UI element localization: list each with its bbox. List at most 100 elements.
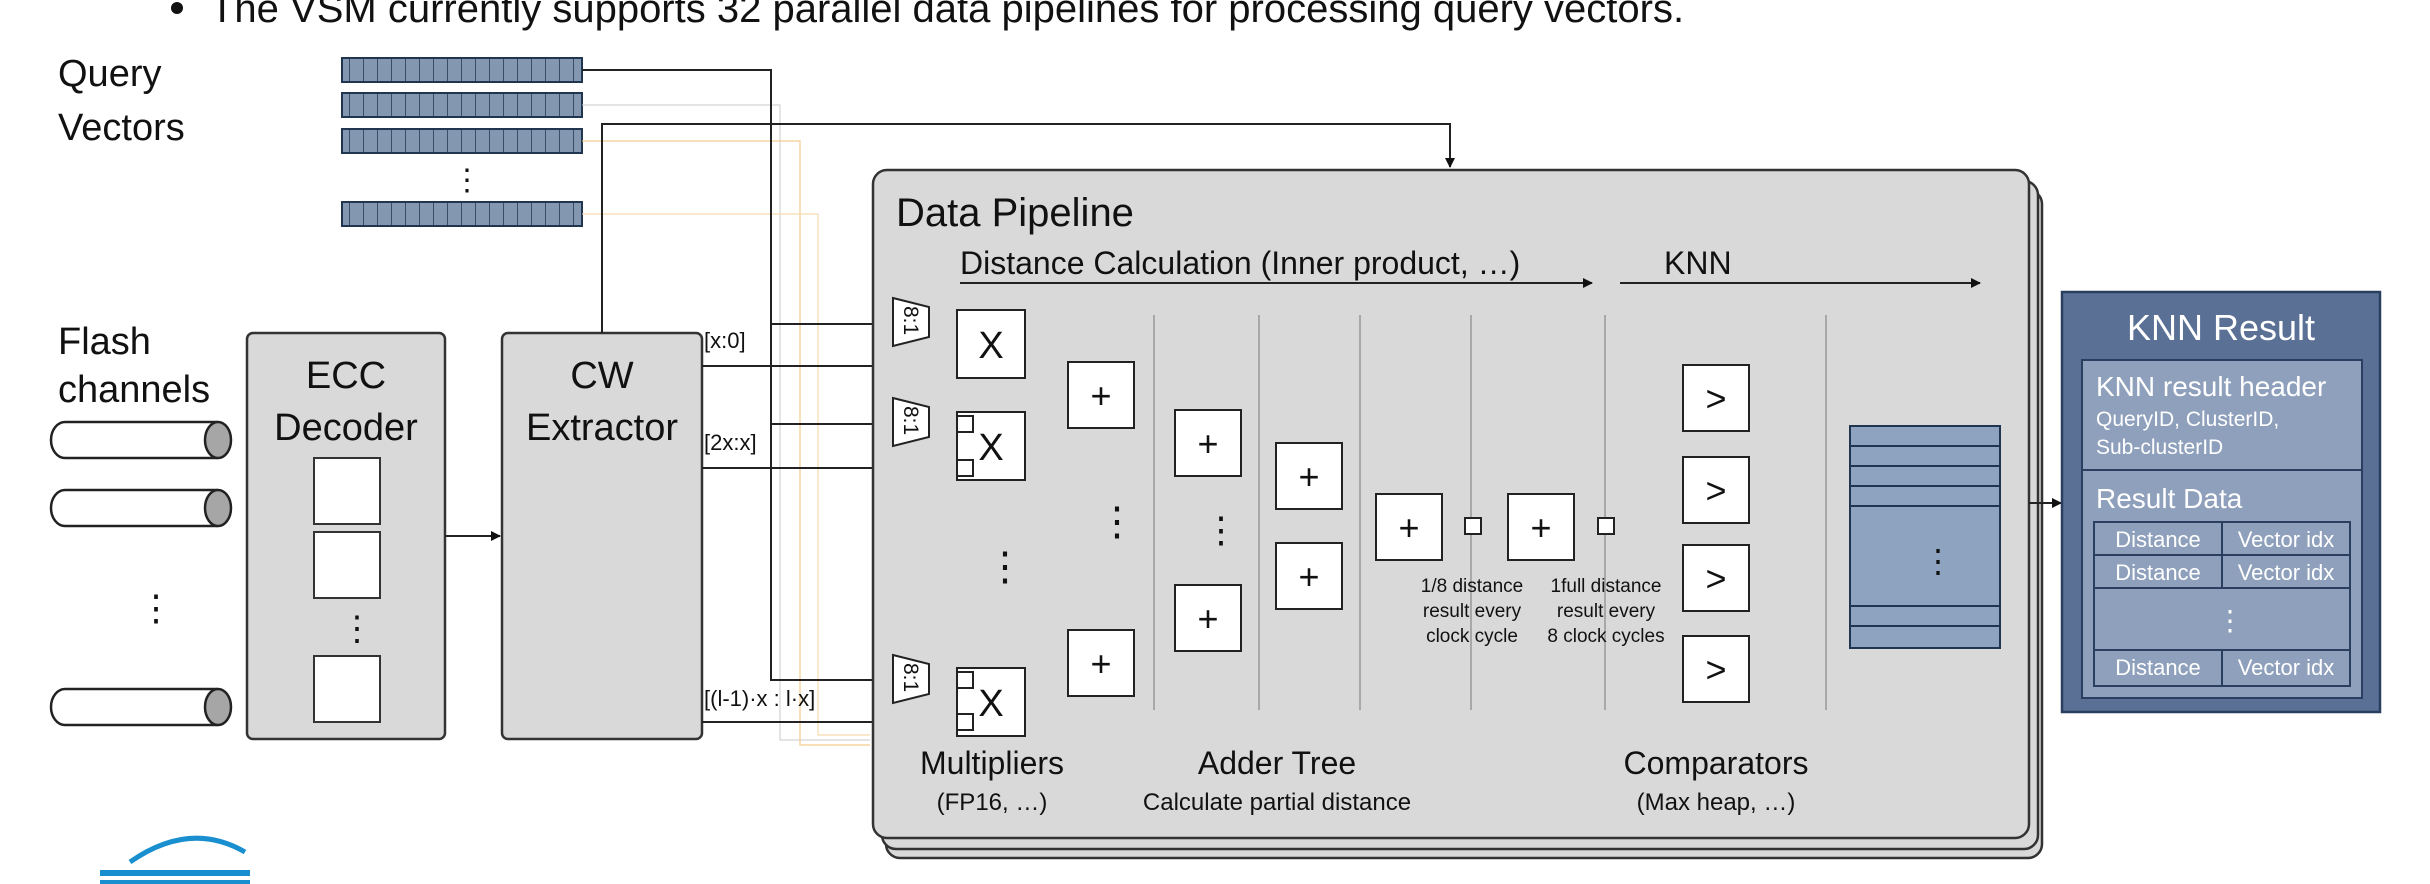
query-vector [341,128,583,154]
flash-channels-label: Flash [58,321,151,363]
result-row-vector-idx: Vector idx [2238,527,2335,552]
multipliers-title: Multipliers [920,745,1064,781]
register [1597,517,1615,535]
result-row-distance: Distance [2115,655,2201,680]
svg-text:+: + [1298,456,1319,497]
query-to-mult-wire [582,69,958,329]
stage-separators [1153,315,1827,710]
comparator [1682,544,1750,612]
comparator [1682,364,1750,432]
cw-extractor-title: CW [570,355,633,397]
result-row-distance: Distance [2115,527,2201,552]
adder-tree-title: Adder Tree [1198,745,1356,781]
knn-result-title: KNN Result [2127,307,2315,348]
adder-ellipsis: ⋮ [1097,500,1137,544]
accumulator-stage: + 1/8 distance result every clock cycle … [1375,493,1665,647]
svg-text:X: X [978,427,1003,469]
adder-ellipsis: ⋮ [1203,509,1239,550]
svg-text:+: + [1197,423,1218,464]
mult-input-port [956,713,974,731]
flash-channels-label-2: channels [58,369,210,411]
query-vector-ellipsis: ⋮ [452,164,482,197]
query-vector [341,201,583,227]
svg-text:>: > [1705,470,1726,511]
svg-text:clock cycle: clock cycle [1426,626,1518,647]
cw-to-pipeline-wire [601,123,1455,333]
svg-text:Sub-clusterID: Sub-clusterID [2096,436,2223,459]
ems-logo [100,835,250,884]
multipliers-subtitle: (FP16, …) [937,789,1048,816]
svg-text:8:1: 8:1 [899,406,922,435]
svg-text:result every: result every [1423,601,1522,622]
bullet-dot [171,2,183,14]
cw-extractor-title-2: Extractor [526,407,678,449]
comparators-subtitle: (Max heap, …) [1637,789,1796,816]
register [1464,517,1482,535]
adder [1174,409,1242,477]
svg-text:8:1: 8:1 [899,663,922,692]
comparators-title: Comparators [1624,745,1809,781]
multiplier-unit: 8:1 X [892,653,1026,737]
range-label: [x:0] [704,328,746,353]
mult-input-port [956,459,974,477]
knn-header-title: KNN result header [2096,371,2326,402]
range-label: [2x:x] [704,430,757,455]
ecc-decoder-title: ECC [306,355,386,397]
ecc-buffer [313,457,381,525]
query-vector-list [341,57,583,227]
svg-text:+: + [1398,507,1419,548]
adder [1067,629,1135,697]
comparator [1682,635,1750,703]
result-row-vector-idx: Vector idx [2238,655,2335,680]
flash-channel-list [49,420,233,727]
query-vectors-label-2: Vectors [58,107,185,149]
query-vector [341,57,583,83]
adder [1507,493,1575,561]
result-row-distance: Distance [2115,560,2201,585]
flash-channel [49,488,233,528]
flash-channel [49,420,233,460]
comparators: > > > > [1682,364,1750,703]
adder-tree-subtitle: Calculate partial distance [1143,789,1411,816]
flash-channel [49,687,233,727]
svg-text:X: X [978,683,1003,725]
knn-header-fields: QueryID, ClusterID, [2096,408,2279,431]
ecc-buffer-ellipsis: ⋮ [340,610,374,648]
multiplier-unit: 8:1 X [892,296,1026,379]
knn-label: KNN [1664,245,1732,281]
mult-input-port [956,671,974,689]
svg-text:>: > [1705,558,1726,599]
distance-calculation-label: Distance Calculation (Inner product, …) [960,245,1520,281]
mux [892,296,930,348]
multiplier-unit: 8:1 X [892,396,1026,481]
adder [1375,493,1443,561]
flash-channel-ellipsis: ⋮ [138,587,174,628]
mux [892,653,930,705]
svg-text:8:1: 8:1 [899,306,922,335]
svg-text:+: + [1298,556,1319,597]
svg-text:>: > [1705,649,1726,690]
comparator [1682,456,1750,524]
bullet-text: The VSM currently supports 32 parallel d… [210,0,1684,31]
query-vectors-label: Query [58,53,161,95]
svg-text:+: + [1090,375,1111,416]
adder [1275,542,1343,610]
svg-text:+: + [1090,643,1111,684]
multiplier [956,309,1026,379]
adder [1275,442,1343,510]
range-label: [(l-1)·x : l·x] [704,686,815,711]
query-vector [341,92,583,118]
svg-text:8 clock cycles: 8 clock cycles [1547,626,1664,647]
note-full: 1full distance [1551,576,1662,597]
heap-ellipsis: ⋮ [1922,543,1954,579]
heap-buffer: ⋮ [1849,425,2001,649]
result-data-title: Result Data [2096,483,2243,514]
data-pipeline-title: Data Pipeline [896,191,1134,235]
ecc-buffer [313,655,381,723]
adder [1067,361,1135,429]
wire-bundle [582,104,870,746]
mux [892,396,930,448]
svg-text:+: + [1197,598,1218,639]
svg-text:result every: result every [1557,601,1656,622]
adder-tree: + ⋮ + + ⋮ + + + [1067,361,1343,697]
